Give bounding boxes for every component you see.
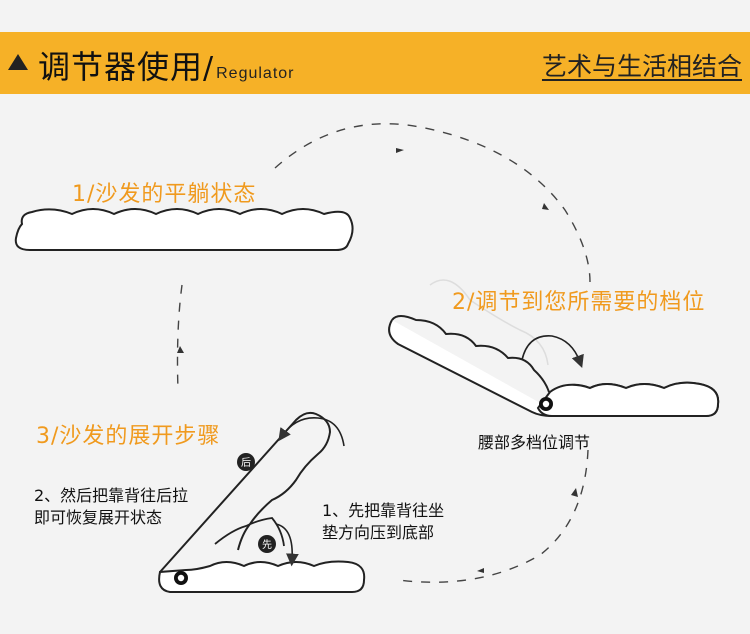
step3-label: 3/沙发的展开步骤 [36, 424, 221, 449]
gear-icon [539, 397, 553, 411]
cycle-arc-left [176, 284, 183, 391]
badge-then-text: 后 [241, 457, 251, 469]
unfold-arrow-back [278, 417, 345, 447]
title-chinese: 调节器使用 [38, 48, 204, 86]
sofa-unfold-inner [214, 517, 285, 547]
gear-icon [174, 571, 188, 585]
cycle-arc-right [397, 449, 589, 583]
first-instruction-line1: 1、先把靠背往坐 [322, 501, 445, 520]
first-instruction-line2: 垫方向压到底部 [322, 523, 435, 542]
cycle-arrow-top-2 [542, 203, 549, 210]
badge-first: 先 [258, 535, 276, 553]
then-instruction-line2: 即可恢复展开状态 [34, 508, 163, 527]
cycle-arc-top [274, 123, 591, 283]
sofa-adjusted-back [391, 315, 550, 393]
title-english: Regulator [216, 65, 295, 82]
sofa-flat [14, 208, 354, 251]
ghost-curve [429, 279, 549, 366]
title-slash: / [203, 51, 215, 86]
sofa-unfold-base [158, 560, 366, 593]
badge-first-text: 先 [262, 539, 272, 551]
adjust-arrow [521, 335, 584, 369]
step1-label: 1/沙发的平躺状态 [72, 182, 257, 207]
then-instruction-line1: 2、然后把靠背往后拉 [34, 486, 189, 505]
then-instruction: 2、然后把靠背往后拉 即可恢复展开状态 [34, 485, 188, 529]
triangle-up-icon [8, 54, 28, 70]
cycle-arrow-top-1 [396, 148, 404, 153]
cycle-arrow-right-1 [571, 488, 578, 497]
waist-note: 腰部多档位调节 [478, 433, 591, 452]
badge-then: 后 [237, 453, 255, 471]
cycle-arrow-right-2 [477, 568, 484, 573]
slogan: 艺术与生活相结合 [541, 52, 742, 81]
cycle-arrow-left [177, 346, 184, 353]
step2-label: 2/调节到您所需要的档位 [452, 290, 706, 315]
header-banner: 调节器使用/Regulator 艺术与生活相结合 [0, 32, 750, 94]
unfold-arrow-first [275, 523, 299, 567]
sofa-unfold-back [159, 411, 332, 573]
sofa-adjusted-seat [536, 381, 720, 417]
first-instruction: 1、先把靠背往坐 垫方向压到底部 [322, 500, 444, 544]
page-title: 调节器使用/Regulator [38, 42, 295, 88]
